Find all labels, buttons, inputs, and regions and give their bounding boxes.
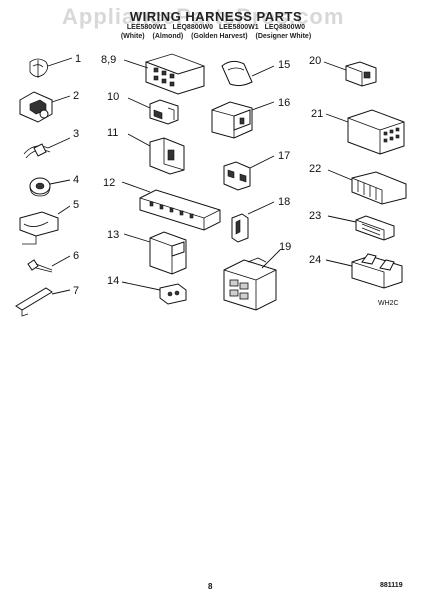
- model-color: (Golden Harvest): [191, 33, 248, 40]
- page-title: WIRING HARNESS PARTS: [129, 9, 303, 24]
- watermark: AppliancePartsPros.com: [62, 4, 345, 29]
- part-5-drawing: [19, 205, 71, 245]
- callout-19: 19: [279, 241, 291, 253]
- part-3-drawing: [23, 137, 71, 159]
- callout-2: 2: [73, 90, 79, 102]
- model-number: LEQ8800W0: [172, 24, 214, 31]
- part-24-drawing: [325, 253, 403, 289]
- page-header: WIRING HARNESS PARTS: [0, 9, 432, 24]
- part-14-drawing: [121, 281, 187, 305]
- callout-1: 1: [75, 53, 81, 65]
- part-17-drawing: [223, 155, 275, 191]
- callout-14: 14: [107, 275, 119, 287]
- model-colors: (White) (Almond) (Golden Harvest) (Desig…: [0, 33, 432, 40]
- callout-15: 15: [278, 59, 290, 71]
- callout-8-9: 8,9: [101, 54, 116, 66]
- part-21-drawing: [325, 109, 405, 155]
- callout-16: 16: [278, 97, 290, 109]
- part-20-drawing: [323, 61, 377, 87]
- model-number: LEE5800W1: [126, 24, 167, 31]
- part-19-drawing: [223, 249, 281, 311]
- part-15-drawing: [221, 60, 275, 87]
- callout-10: 10: [107, 91, 119, 103]
- callout-23: 23: [309, 210, 321, 222]
- part-10-drawing: [127, 97, 179, 125]
- page-number: 8: [208, 582, 213, 591]
- model-color: (White): [120, 33, 145, 40]
- part-8-9-drawing: [123, 53, 205, 95]
- callout-21: 21: [311, 108, 323, 120]
- callout-3: 3: [73, 128, 79, 140]
- callout-17: 17: [278, 150, 290, 162]
- date-code: 881119: [380, 582, 403, 589]
- callout-6: 6: [73, 250, 79, 262]
- callout-18: 18: [278, 196, 290, 208]
- part-6-drawing: [27, 255, 71, 273]
- part-23-drawing: [327, 215, 395, 241]
- callout-7: 7: [73, 285, 79, 297]
- part-2-drawing: [19, 91, 71, 123]
- part-4-drawing: [29, 177, 71, 197]
- callout-5: 5: [73, 199, 79, 211]
- callout-24: 24: [309, 254, 321, 266]
- part-18-drawing: [231, 201, 275, 243]
- part-1-drawing: [29, 57, 73, 78]
- callout-20: 20: [309, 55, 321, 67]
- callout-13: 13: [107, 229, 119, 241]
- model-number: LEQ8800W0: [264, 24, 306, 31]
- callout-11: 11: [107, 127, 118, 139]
- model-color: (Almond): [152, 33, 184, 40]
- part-16-drawing: [211, 101, 275, 139]
- part-22-drawing: [327, 169, 407, 205]
- part-12-drawing: [121, 181, 221, 231]
- figure-code: WH2C: [378, 300, 399, 307]
- model-number: LEE5800W1: [218, 24, 259, 31]
- callout-22: 22: [309, 163, 321, 175]
- callout-12: 12: [103, 177, 115, 189]
- part-11-drawing: [127, 133, 185, 175]
- model-color: (Designer White): [255, 33, 312, 40]
- model-numbers: LEE5800W1 LEQ8800W0 LEE5800W1 LEQ8800W0: [0, 24, 432, 31]
- callout-4: 4: [73, 174, 79, 186]
- part-13-drawing: [123, 231, 187, 275]
- part-7-drawing: [15, 287, 71, 317]
